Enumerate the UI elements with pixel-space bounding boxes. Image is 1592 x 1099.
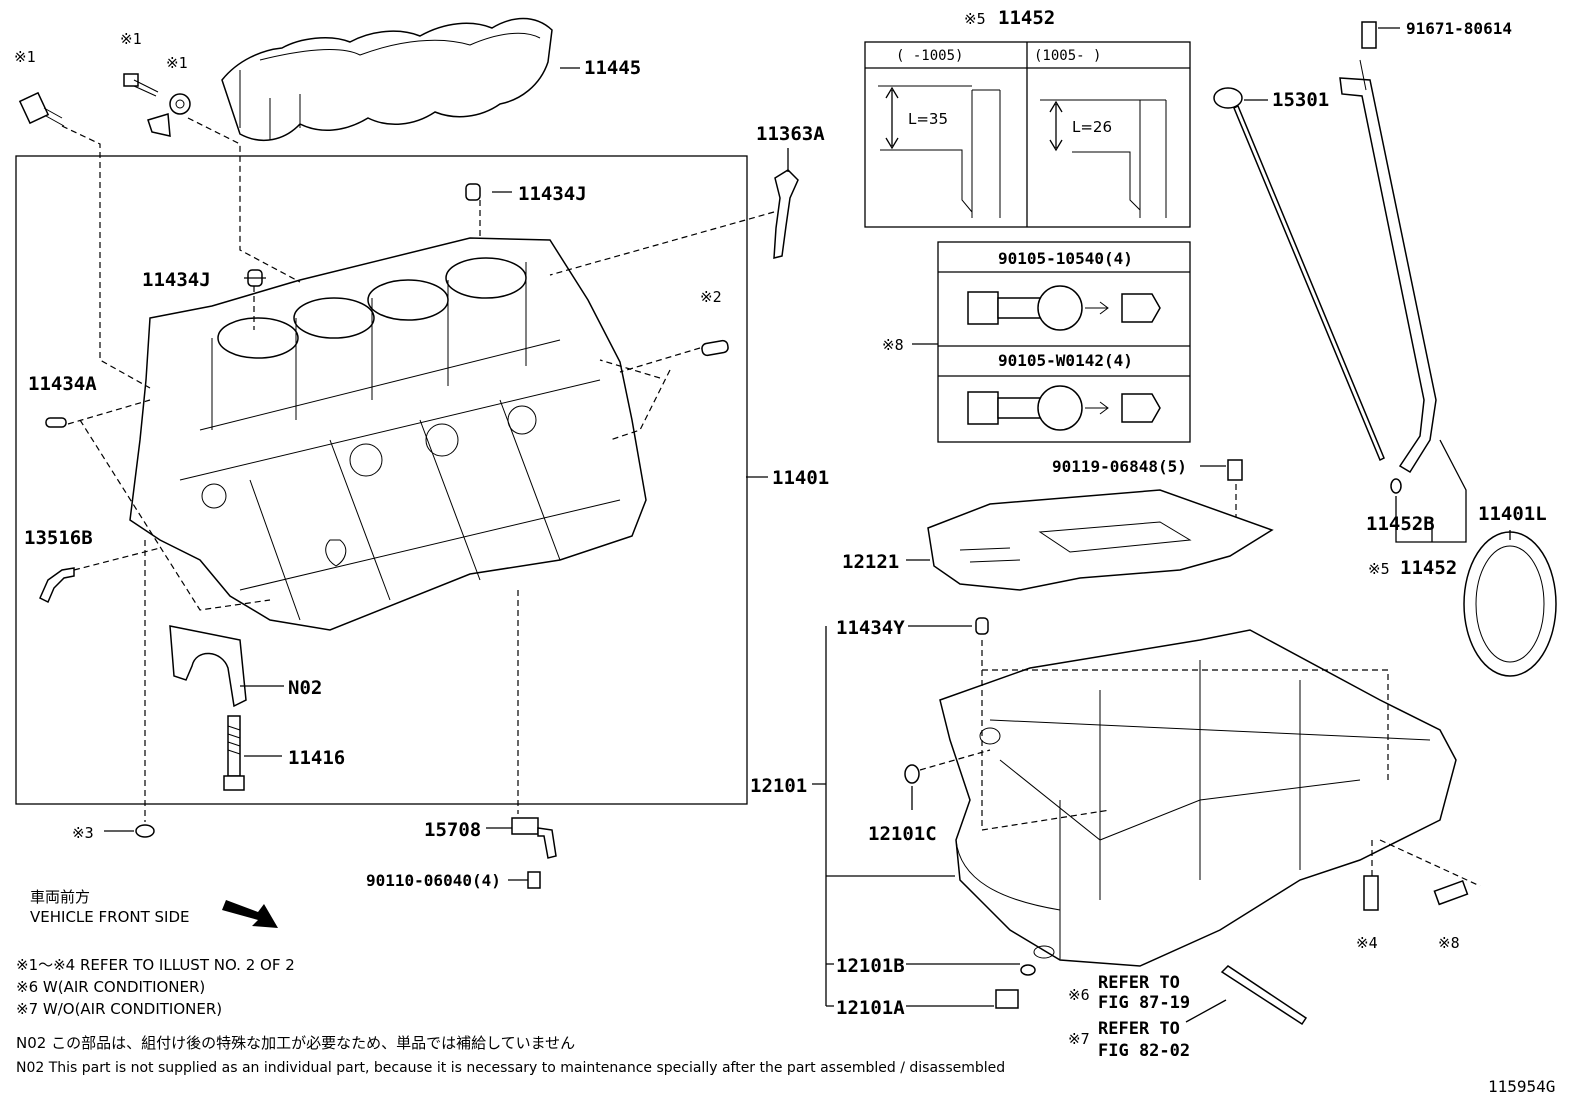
pan-bolt-a[interactable] bbox=[1363, 875, 1379, 911]
part-15708-jet[interactable] bbox=[511, 817, 557, 859]
mark-8-b: ※8 bbox=[1438, 934, 1460, 952]
part-12101-oil-pan[interactable] bbox=[939, 629, 1457, 967]
label-13516B: 13516B bbox=[24, 527, 93, 549]
pan-bolt-b[interactable] bbox=[1433, 879, 1469, 906]
label-11452-bottom: 11452 bbox=[1400, 557, 1457, 579]
mark-7: ※7 bbox=[1068, 1030, 1090, 1048]
part-91671-bolt[interactable] bbox=[1361, 21, 1377, 49]
part-labels: 11445 11452 91671-80614 15301 11363A 114… bbox=[24, 7, 1555, 1096]
dim-header-left: ( -1005) bbox=[896, 48, 963, 64]
mark-6: ※6 bbox=[1068, 986, 1090, 1004]
label-11401: 11401 bbox=[772, 467, 829, 489]
label-11434Y: 11434Y bbox=[836, 617, 905, 639]
label-11452-top: 11452 bbox=[998, 7, 1055, 29]
note-front-jp: 車両前方 bbox=[30, 888, 90, 906]
gauge-length-table bbox=[864, 41, 1191, 228]
part-90119-bolt[interactable] bbox=[1227, 459, 1243, 481]
part-12101B-gasket[interactable] bbox=[1020, 964, 1036, 976]
label-15301: 15301 bbox=[1272, 89, 1329, 111]
note-w-ac: ※6 W(AIR CONDITIONER) bbox=[16, 978, 205, 996]
label-11416: 11416 bbox=[288, 747, 345, 769]
part-12101C-gasket[interactable] bbox=[904, 764, 920, 784]
part-13516B-pipe[interactable] bbox=[39, 567, 75, 604]
drain-plug[interactable] bbox=[135, 824, 155, 838]
dim-l35: L=35 bbox=[908, 110, 948, 128]
label-refer-2: REFER TO bbox=[1098, 1019, 1180, 1039]
label-N02: N02 bbox=[288, 677, 322, 699]
label-12101B: 12101B bbox=[836, 955, 905, 977]
part-11434J-pin-a[interactable] bbox=[465, 183, 481, 201]
dim-header-right: (1005- ) bbox=[1034, 48, 1101, 64]
dim-l26: L=26 bbox=[1072, 118, 1112, 136]
sensor-part[interactable] bbox=[18, 91, 65, 127]
part-12121-baffle-plate[interactable] bbox=[927, 489, 1274, 591]
part-11416-bolt[interactable] bbox=[223, 715, 245, 791]
note-n02-jp: N02 この部品は、組付け後の特殊な加工が必要なため、単品では補給していません bbox=[16, 1034, 575, 1052]
part-11434Y-pin[interactable] bbox=[975, 617, 989, 635]
mark-1-a: ※1 bbox=[14, 48, 36, 66]
label-11445: 11445 bbox=[584, 57, 641, 79]
part-11434A-pin[interactable] bbox=[45, 417, 67, 428]
part-11452B-oring[interactable] bbox=[1390, 478, 1402, 494]
mark-8-a: ※8 bbox=[882, 336, 904, 354]
note-n02-en: N02 This part is not supplied as an indi… bbox=[16, 1060, 1005, 1076]
label-12101C: 12101C bbox=[868, 823, 937, 845]
footer-notes: 車両前方 VEHICLE FRONT SIDE ※1～※4 REFER TO I… bbox=[16, 888, 1005, 1076]
note-refer-illust: ※1～※4 REFER TO ILLUST NO. 2 OF 2 bbox=[16, 956, 295, 974]
block-assembly-frame bbox=[15, 155, 748, 805]
part-11401L-oil-seal[interactable] bbox=[1463, 531, 1557, 677]
mark-3: ※3 bbox=[72, 824, 94, 842]
label-12101: 12101 bbox=[750, 775, 807, 797]
stud-bolt[interactable] bbox=[1220, 965, 1308, 1026]
part-15301-dipstick[interactable] bbox=[1213, 87, 1385, 462]
label-90119: 90119-06848(5) bbox=[1052, 457, 1187, 476]
label-11434J-b: 11434J bbox=[142, 269, 211, 291]
label-91671: 91671-80614 bbox=[1406, 19, 1512, 38]
label-11452B: 11452B bbox=[1366, 513, 1435, 535]
mark-5-bottom: ※5 bbox=[1368, 560, 1390, 578]
label-fig-82-02: FIG 82-02 bbox=[1098, 1041, 1190, 1061]
bolt-part[interactable] bbox=[123, 73, 159, 97]
bolt-type-table bbox=[937, 241, 1191, 443]
label-12121: 12121 bbox=[842, 551, 899, 573]
front-arrow-icon bbox=[222, 900, 278, 928]
part-N02-bearing-cap[interactable] bbox=[169, 625, 247, 708]
label-fig-87-19: FIG 87-19 bbox=[1098, 993, 1190, 1013]
mark-2: ※2 bbox=[700, 288, 722, 306]
label-90105-b: 90105-W0142(4) bbox=[998, 351, 1133, 370]
dowel-pin[interactable] bbox=[701, 339, 729, 357]
note-wo-ac: ※7 W/O(AIR CONDITIONER) bbox=[16, 1000, 222, 1018]
mark-1-b: ※1 bbox=[120, 30, 142, 48]
part-12101A-drain-plug[interactable] bbox=[995, 989, 1019, 1009]
label-12101A: 12101A bbox=[836, 997, 905, 1019]
dimension-labels: ( -1005) (1005- ) L=35 L=26 bbox=[896, 48, 1112, 136]
mark-1-c: ※1 bbox=[166, 54, 188, 72]
label-90110: 90110-06040(4) bbox=[366, 871, 501, 890]
label-11401L: 11401L bbox=[1478, 503, 1547, 525]
part-11401-cylinder-block[interactable] bbox=[129, 237, 647, 631]
illustration-number: 115954G bbox=[1488, 1077, 1555, 1096]
part-11445-cover[interactable] bbox=[221, 17, 553, 142]
label-11434J-a: 11434J bbox=[518, 183, 587, 205]
label-15708: 15708 bbox=[424, 819, 481, 841]
label-11434A: 11434A bbox=[28, 373, 97, 395]
mark-4: ※4 bbox=[1356, 934, 1378, 952]
label-11363A: 11363A bbox=[756, 123, 825, 145]
clip-part[interactable] bbox=[147, 93, 191, 137]
note-front-en: VEHICLE FRONT SIDE bbox=[30, 908, 190, 926]
reference-marks: ※1 ※1 ※1 ※2 ※3 ※4 ※5 ※5 ※6 ※7 ※8 ※8 bbox=[14, 10, 1460, 1048]
part-90110-bolt[interactable] bbox=[527, 871, 541, 889]
mark-5-top: ※5 bbox=[964, 10, 986, 28]
label-90105-a: 90105-10540(4) bbox=[998, 249, 1133, 268]
part-11363A-bracket[interactable] bbox=[773, 169, 799, 259]
label-refer-1: REFER TO bbox=[1098, 973, 1180, 993]
part-11452-guide[interactable] bbox=[1339, 59, 1437, 474]
